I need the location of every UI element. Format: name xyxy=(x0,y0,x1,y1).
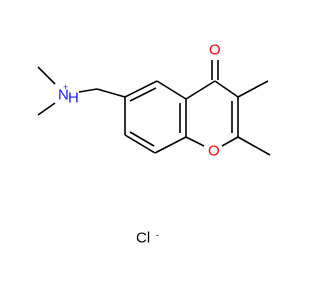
bond-c4-c3 xyxy=(214,80,239,98)
bond-methyl1-n xyxy=(37,66,56,85)
bond-ring-double-1 xyxy=(129,87,157,102)
chemical-structure: N H + O O Cl - xyxy=(37,42,271,247)
ring-oxygen-label: O xyxy=(208,143,220,160)
ammonium-charge: + xyxy=(63,82,68,92)
bond-c2-methyl xyxy=(237,136,271,156)
bond-c2-o1 xyxy=(221,136,239,147)
ketone-oxygen-label: O xyxy=(209,42,221,59)
chloride-charge: - xyxy=(156,230,159,240)
bond-ring-e xyxy=(124,134,156,154)
bond-n-ch2 xyxy=(78,88,98,93)
bond-ch2-ring xyxy=(96,88,126,98)
bond-ring-a xyxy=(124,80,158,98)
bond-c3-methyl xyxy=(237,80,269,98)
bond-methyl2-n xyxy=(37,102,56,116)
bond-ring-double-3 xyxy=(129,131,155,147)
bond-c4a-c4 xyxy=(185,80,216,100)
chloride-label: Cl xyxy=(136,230,150,247)
bond-ring-b xyxy=(156,80,187,100)
bond-lines xyxy=(37,60,271,156)
bond-o1-c8a xyxy=(185,136,205,147)
bond-ring-d xyxy=(154,136,187,154)
nitrogen-atom-label: N xyxy=(58,87,69,104)
hydrogen-atom-label: H xyxy=(68,90,79,107)
